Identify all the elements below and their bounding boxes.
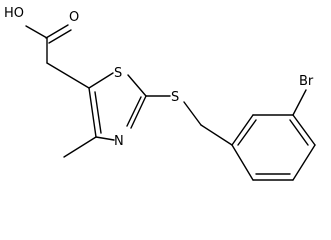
bond-c5-s1	[88, 72, 114, 89]
bond-ar-1	[231, 114, 254, 146]
bond-c-o-double-b	[48, 29, 72, 44]
bond-c4-methyl	[63, 136, 97, 158]
bond-ch2-c5	[46, 62, 90, 89]
bond-s-ch2	[183, 101, 202, 126]
bond-ar-3	[292, 114, 316, 146]
bond-s1-c2	[127, 74, 147, 97]
bond-n3-c4	[95, 136, 115, 141]
bond-c4-c5-a	[88, 87, 97, 138]
atom-label-hydroxyl: HO	[4, 6, 24, 21]
bond-ar-6	[231, 144, 254, 181]
atom-label-carbonyl-oxygen: O	[69, 10, 79, 25]
molecule-canvas: HO O S S N Br	[4, 6, 316, 181]
bond-oh-c	[25, 25, 48, 39]
bond-ch2-aryl	[200, 124, 233, 146]
bond-c4-c5-b	[94, 91, 102, 134]
atom-label-ring-sulfur: S	[114, 66, 122, 81]
atom-label-thioether-sulfur: S	[171, 90, 179, 105]
bond-c2-n3-b	[126, 96, 142, 127]
molecule-structure: HO O S S N Br	[4, 6, 316, 181]
bond-c2-n3-a	[130, 95, 147, 129]
bond-c-o-double-a	[45, 24, 69, 39]
bond-ar-br	[292, 89, 307, 116]
bond-ar-3-inner	[289, 119, 309, 146]
bond-ar-4	[292, 144, 316, 181]
atom-label-nitrogen: N	[114, 134, 124, 149]
bond-ar-1-inner	[237, 119, 257, 146]
atom-label-bromine: Br	[299, 74, 314, 89]
